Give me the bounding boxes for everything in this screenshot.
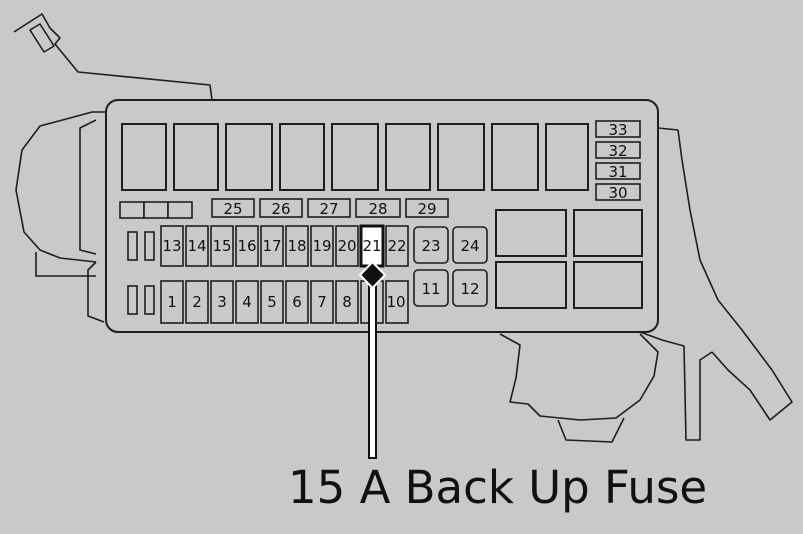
fuse-3 (210, 280, 234, 324)
relay-block (437, 123, 485, 191)
fuse-17-label: 17 (262, 237, 281, 255)
fuse-11 (413, 269, 449, 307)
fuse-16 (235, 225, 259, 267)
fuse-26-label: 26 (271, 200, 290, 218)
fuse-5 (260, 280, 284, 324)
fuse-stack-right: 33 32 31 30 (595, 120, 641, 202)
fuse-11-label: 11 (421, 280, 440, 298)
fuse-23 (413, 226, 449, 264)
fuse-18 (285, 225, 309, 267)
fuse-20-label: 20 (337, 237, 356, 255)
relay-block (491, 123, 539, 191)
fuse-27-label: 27 (319, 200, 338, 218)
relay-block (331, 123, 379, 191)
fuse-12 (452, 269, 488, 307)
fuse-28-label: 28 (368, 200, 387, 218)
fuse-32 (595, 141, 641, 159)
fuse-31 (595, 162, 641, 180)
fuse-21-label: 21 (362, 237, 381, 255)
fuse-32-label: 32 (608, 142, 627, 160)
fuse-20 (335, 225, 359, 267)
callout-label: 15 A Back Up Fuse (288, 461, 708, 514)
fuse-29-label: 29 (417, 200, 436, 218)
relay-block (495, 209, 567, 257)
fuse-8 (335, 280, 359, 324)
fuse-16-label: 16 (237, 237, 256, 255)
fuse-2-label: 2 (192, 293, 202, 311)
fuse-19 (310, 225, 334, 267)
fuse-33 (595, 120, 641, 138)
fuse-14-label: 14 (187, 237, 206, 255)
relay-block (495, 261, 567, 309)
fuse-13 (160, 225, 184, 267)
relay-block (385, 123, 431, 191)
fuse-row-upper: 13 14 15 16 17 18 19 20 21 22 (160, 224, 409, 268)
fuse-15 (210, 225, 234, 267)
fuse-33-label: 33 (608, 121, 627, 139)
fuse-10 (385, 280, 409, 324)
fuse-23-label: 23 (421, 237, 440, 255)
relay-block (279, 123, 325, 191)
fuse-30 (595, 183, 641, 201)
fuse-31-label: 31 (608, 163, 627, 181)
engine-bay-outline (13, 13, 793, 443)
fuse-4 (235, 280, 259, 324)
fuse-26 (259, 198, 303, 218)
fuse-12-label: 12 (460, 280, 479, 298)
connector-block (119, 201, 193, 219)
fuse-8-label: 8 (342, 293, 352, 311)
fuse-5-label: 5 (267, 293, 277, 311)
fuse-1-label: 1 (167, 293, 177, 311)
fuse-22 (385, 225, 409, 267)
relay-block (225, 123, 273, 191)
relay-block (545, 123, 589, 191)
fuse-2 (185, 280, 209, 324)
relay-row (121, 123, 589, 191)
fuse-24-label: 24 (460, 237, 479, 255)
fuse-25-label: 25 (223, 200, 242, 218)
fuse-6 (285, 280, 309, 324)
fuse-30-label: 30 (608, 184, 627, 202)
relay-block (573, 209, 643, 257)
large-fuses: 23 24 11 12 (413, 226, 488, 307)
fuse-19-label: 19 (312, 237, 331, 255)
fuse-10-label: 10 (386, 293, 405, 311)
fuse-7 (310, 280, 334, 324)
fuse-17 (260, 225, 284, 267)
fuse-14 (185, 225, 209, 267)
fuse-25 (211, 198, 255, 218)
fuse-3-label: 3 (217, 293, 227, 311)
fuse-22-label: 22 (387, 237, 406, 255)
relay-block (173, 123, 219, 191)
fuse-24 (452, 226, 488, 264)
fuse-13-label: 13 (162, 237, 181, 255)
fuse-6-label: 6 (292, 293, 302, 311)
fuse-15-label: 15 (212, 237, 231, 255)
fuse-1 (160, 280, 184, 324)
fuse-4-label: 4 (242, 293, 252, 311)
fuse-7-label: 7 (317, 293, 327, 311)
relay-blocks-right (495, 209, 643, 309)
fuse-18-label: 18 (287, 237, 306, 255)
relay-block (121, 123, 167, 191)
relay-block (573, 261, 643, 309)
fuse-28 (355, 198, 401, 218)
fuse-row-lower: 1 2 3 4 5 6 7 8 9 10 (160, 280, 409, 324)
fuse-29 (405, 198, 449, 218)
fuse-27 (307, 198, 351, 218)
fuse-row-horizontal: 25 26 27 28 29 (211, 198, 449, 218)
callout-pointer (358, 260, 387, 459)
spare-slots (127, 231, 155, 315)
